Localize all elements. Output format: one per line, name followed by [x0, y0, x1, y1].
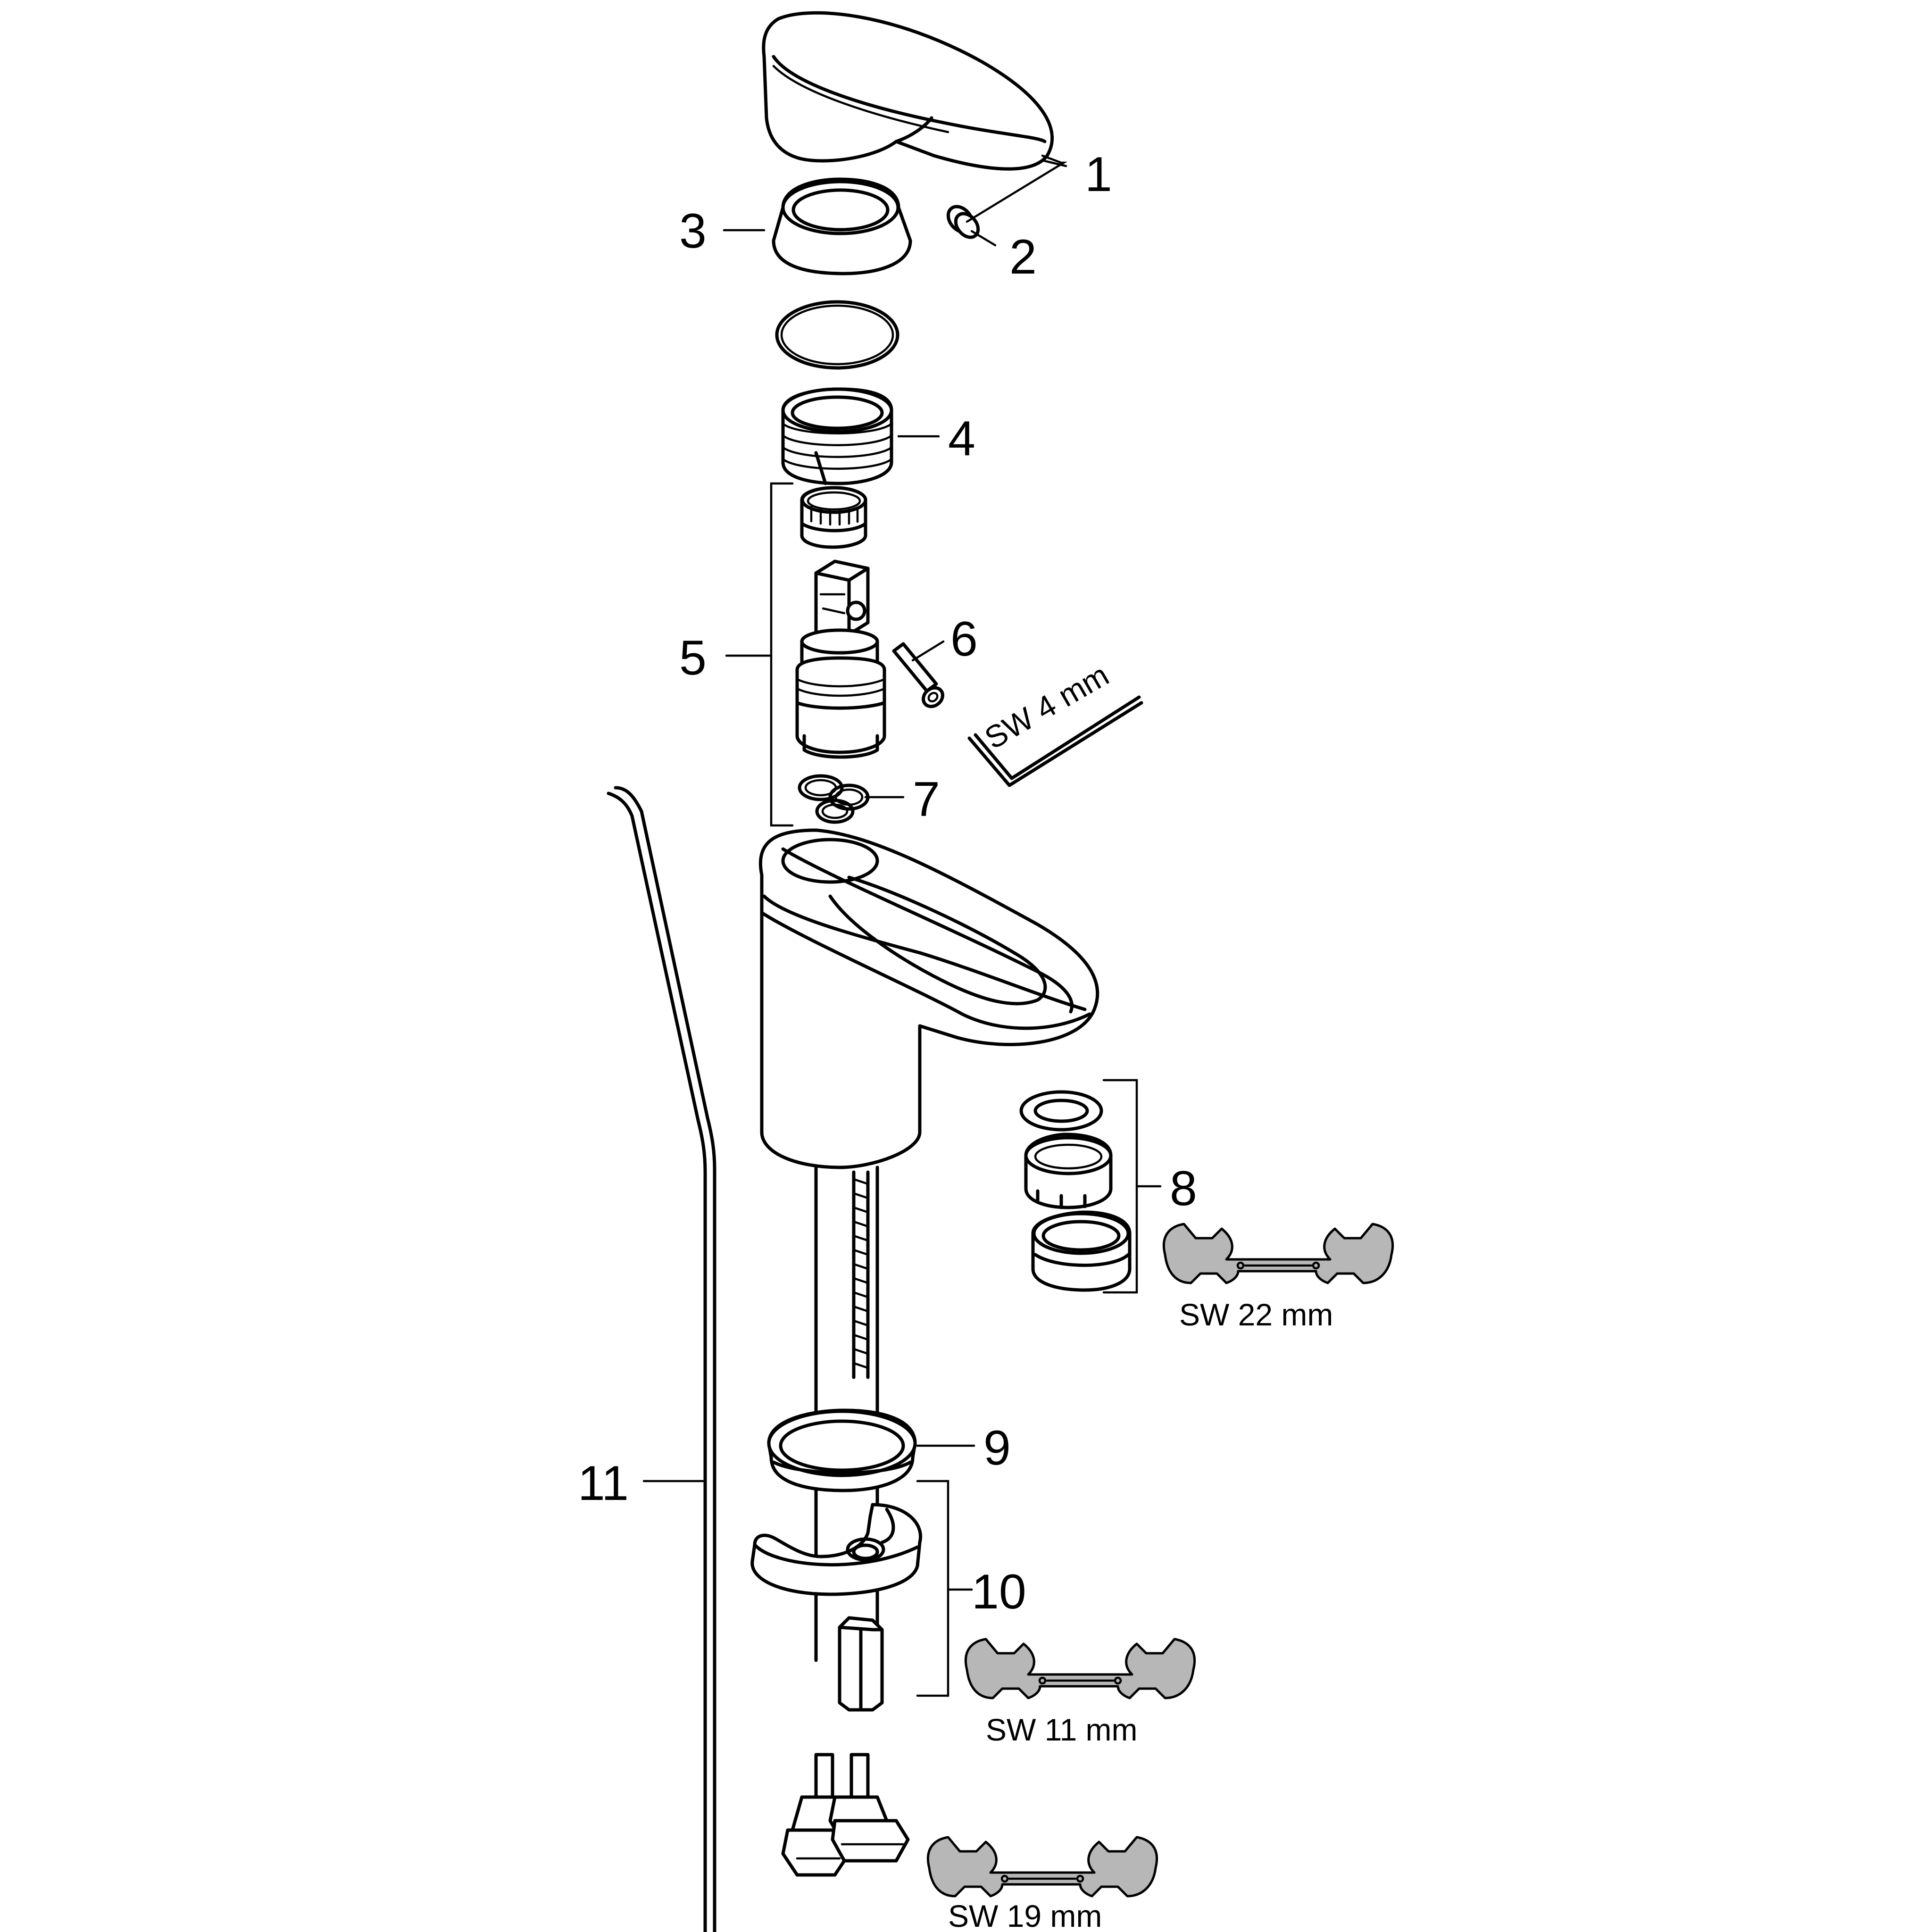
- part-screw-pin: [892, 642, 944, 708]
- leader-lines: [642, 154, 1162, 1697]
- wrench-19mm-icon: SW 19 mm: [926, 1836, 1158, 1932]
- part-threaded-ring: [781, 387, 893, 485]
- callout-4: 4: [948, 411, 975, 466]
- part-cartridge-assembly: [795, 486, 886, 759]
- part-o-ring: [775, 300, 899, 370]
- part-cover-cap: [772, 177, 912, 275]
- callout-9: 9: [983, 1421, 1011, 1475]
- part-flexible-rod: [607, 786, 716, 1932]
- callout-6: 6: [950, 612, 978, 666]
- part-grub-screw: [946, 205, 980, 239]
- callout-8: 8: [1170, 1161, 1197, 1216]
- part-seals: [798, 774, 870, 824]
- part-base-gasket: [767, 1408, 917, 1492]
- part-aerator-set: [1019, 1090, 1132, 1292]
- part-handle-lever: [762, 11, 1054, 171]
- wrench-19mm-label: SW 19 mm: [948, 1899, 1102, 1932]
- allen-key-tool: SW 4 mm: [967, 657, 1143, 787]
- wrench-22mm-icon: SW 22 mm: [1162, 1223, 1394, 1332]
- callout-10: 10: [972, 1565, 1026, 1619]
- callout-3: 3: [679, 204, 707, 258]
- callout-numbers: 1 2 3 4 5 6 7 8 9 10 11: [578, 147, 1197, 1619]
- wrench-11mm-icon: SW 11 mm: [964, 1638, 1196, 1747]
- callout-1: 1: [1085, 147, 1112, 202]
- callout-11: 11: [578, 1456, 629, 1511]
- part-mounting-bracket: [750, 1503, 922, 1712]
- allen-key-size-label: SW 4 mm: [979, 657, 1115, 756]
- flex-hose-connectors: [781, 1753, 910, 1877]
- callout-7: 7: [913, 772, 940, 827]
- callout-5: 5: [679, 631, 707, 685]
- wrench-11mm-label: SW 11 mm: [986, 1712, 1137, 1747]
- wrench-22mm-label: SW 22 mm: [1179, 1297, 1333, 1332]
- callout-2: 2: [1009, 230, 1037, 284]
